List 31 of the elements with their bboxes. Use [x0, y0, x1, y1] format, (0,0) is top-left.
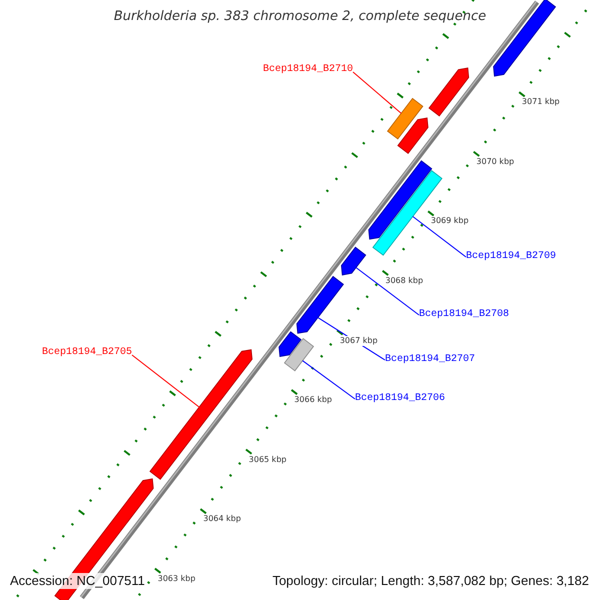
gene-label: Bcep18194_B2707 [385, 354, 476, 366]
gene-feature [340, 246, 366, 276]
gene-bar [386, 98, 424, 140]
tick-label: 3064 kbp [203, 514, 241, 524]
tick-label: 3071 kbp [522, 97, 560, 108]
gene-bar [284, 338, 314, 372]
gene-feature [278, 331, 302, 357]
tick-label: 3068 kbp [385, 276, 424, 286]
accession-text: Accession: NC_007511 [9, 573, 146, 589]
genome-info-text: Topology: circular; Length: 3,587,082 bp; Genes: 3,182 [271, 573, 590, 589]
tick-label: 3065 kbp [248, 454, 286, 465]
gene-feature [296, 276, 344, 334]
gene-label: Bcep18194_B2709 [466, 251, 556, 263]
leader-line [412, 216, 466, 258]
gene-label: Bcep18194_B2708 [419, 309, 510, 321]
leader-line [302, 360, 356, 400]
gene-feature [428, 68, 470, 117]
gene-label: Bcep18194_B2710 [263, 64, 354, 76]
tick-label: 3067 kbp [340, 336, 378, 346]
gene-feature [493, 0, 556, 77]
tick-label: 3070 kbp [476, 156, 514, 167]
title: Burkholderia sp. 383 chromosome 2, complete sequence [114, 9, 486, 24]
gene-feature [397, 118, 428, 154]
leader-line [352, 72, 402, 114]
tick-label: 3069 kbp [430, 216, 469, 226]
tick-label: 3066 kbp [294, 395, 332, 406]
gene-feature [368, 160, 432, 240]
leader-line [356, 267, 420, 316]
gene-label: Bcep18194_B2706 [355, 393, 446, 405]
gene-label: Bcep18194_B2705 [42, 347, 132, 359]
leader-line [132, 354, 200, 408]
